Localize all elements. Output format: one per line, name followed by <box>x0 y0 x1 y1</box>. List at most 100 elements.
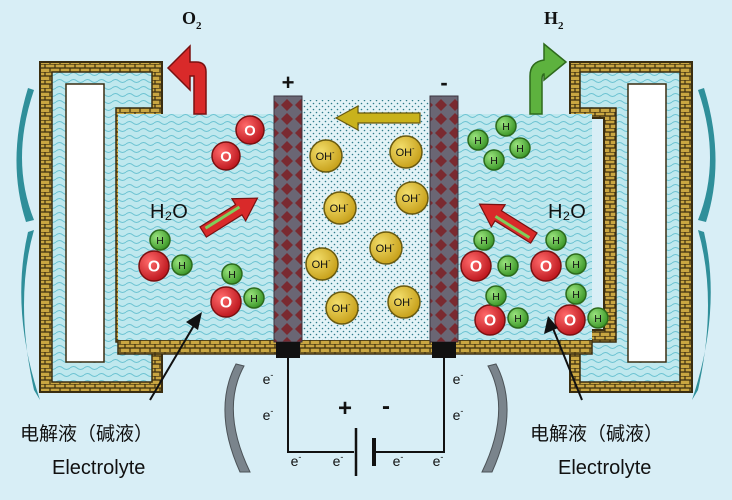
electron-label: e- <box>453 370 464 387</box>
hydrogen-atom: H <box>243 287 265 309</box>
left-reaction-arrow <box>199 197 259 238</box>
svg-text:H: H <box>514 313 522 325</box>
svg-text:H: H <box>552 235 560 247</box>
right-caption-en: Electrolyte <box>558 457 651 479</box>
svg-text:OH-: OH- <box>316 150 336 163</box>
hydrogen-atom: H <box>507 307 529 329</box>
right-frame-gap <box>627 83 667 363</box>
oxygen-atom: O <box>554 304 586 336</box>
battery-plus-sign: + <box>338 395 352 422</box>
svg-text:O: O <box>220 295 232 312</box>
hydrogen-atom: H <box>565 253 587 275</box>
svg-text:H: H <box>156 235 164 247</box>
svg-text:O: O <box>484 313 496 330</box>
cathode-electrode <box>429 95 459 343</box>
svg-text:O: O <box>244 123 255 139</box>
hydrogen-atom: H <box>587 307 609 329</box>
hydrogen-atom: H <box>467 129 489 151</box>
svg-text:O: O <box>540 259 552 276</box>
cathode-sign: - <box>440 70 447 95</box>
oxygen-atom: O <box>210 286 242 318</box>
hydroxide-ion: OH- <box>305 247 339 281</box>
hydrogen-atom: H <box>495 115 517 137</box>
oxygen-atom: O <box>530 250 562 282</box>
hydrogen-atom: H <box>473 229 495 251</box>
left-return-arrow <box>224 363 251 473</box>
svg-text:O: O <box>148 259 160 276</box>
battery-minus-sign: - <box>382 393 390 420</box>
hydrogen-atom: H <box>545 229 567 251</box>
anode-sign: + <box>282 70 295 95</box>
svg-text:OH-: OH- <box>394 296 414 309</box>
electron-label: e- <box>393 452 404 469</box>
h2o-label-right: H₂O <box>548 201 586 223</box>
left-flow-arrow-bottom <box>21 230 40 400</box>
oxygen-atom: O <box>460 250 492 282</box>
left-pointer-arrow <box>149 312 202 401</box>
left-frame-gap <box>65 83 105 363</box>
right-flow-arrow-bottom <box>692 230 711 400</box>
right-pointer-arrow <box>544 316 583 401</box>
hydrogen-atom: H <box>565 283 587 305</box>
svg-text:H: H <box>502 121 510 133</box>
ion-migration-arrow <box>334 104 421 132</box>
electron-label: e- <box>433 452 444 469</box>
svg-text:H: H <box>572 289 580 301</box>
oxygen-atom: O <box>138 250 170 282</box>
oxygen-atom: O <box>235 115 265 145</box>
right-flow-arrow-top <box>698 88 716 222</box>
electron-label: e- <box>263 370 274 387</box>
hydrogen-atom: H <box>509 137 531 159</box>
right-caption-zh: 电解液（碱液） <box>530 423 663 445</box>
hydroxide-ion: OH- <box>395 181 429 215</box>
hydrogen-atom: H <box>171 254 193 276</box>
hydroxide-ion: OH- <box>325 291 359 325</box>
h2-label: H2 <box>544 8 564 32</box>
o2-outlet-arrow <box>166 44 207 115</box>
svg-text:H: H <box>178 260 186 272</box>
svg-text:H: H <box>474 135 482 147</box>
electron-label: e- <box>291 452 302 469</box>
hydroxide-ion: OH- <box>309 139 343 173</box>
electron-label: e- <box>263 406 274 423</box>
svg-text:H: H <box>492 291 500 303</box>
hydroxide-ion: OH- <box>387 285 421 319</box>
svg-text:OH-: OH- <box>402 192 422 205</box>
hydrogen-atom: H <box>149 229 171 251</box>
hydroxide-ion: OH- <box>323 191 357 225</box>
svg-text:H: H <box>594 313 602 325</box>
left-flow-arrow-top <box>16 88 34 222</box>
svg-text:H: H <box>250 293 258 305</box>
oxygen-atom: O <box>474 304 506 336</box>
hydrogen-atom: H <box>497 255 519 277</box>
anode-electrode <box>273 95 303 343</box>
anode-contact <box>276 342 300 358</box>
svg-text:H: H <box>516 143 524 155</box>
h2o-label-left: H₂O <box>150 201 188 223</box>
svg-text:OH-: OH- <box>376 242 396 255</box>
electron-label: e- <box>453 406 464 423</box>
hydrogen-atom: H <box>221 263 243 285</box>
svg-text:OH-: OH- <box>312 258 332 271</box>
cell-bottom-wall <box>117 339 593 355</box>
svg-text:OH-: OH- <box>332 302 352 315</box>
svg-text:H: H <box>572 259 580 271</box>
right-return-arrow <box>481 363 508 473</box>
hydrogen-atom: H <box>485 285 507 307</box>
circuit-wire <box>287 358 445 453</box>
svg-text:O: O <box>220 149 231 165</box>
svg-text:O: O <box>470 259 482 276</box>
oxygen-atom: O <box>211 141 241 171</box>
electron-label: e- <box>333 452 344 469</box>
o2-label: O2 <box>182 8 202 32</box>
svg-text:H: H <box>480 235 488 247</box>
hydroxide-ion: OH- <box>369 231 403 265</box>
h2-outlet-arrow <box>529 42 568 115</box>
svg-text:H: H <box>490 155 498 167</box>
right-reaction-arrow <box>478 203 538 244</box>
cathode-contact <box>432 342 456 358</box>
left-caption-en: Electrolyte <box>52 457 145 479</box>
